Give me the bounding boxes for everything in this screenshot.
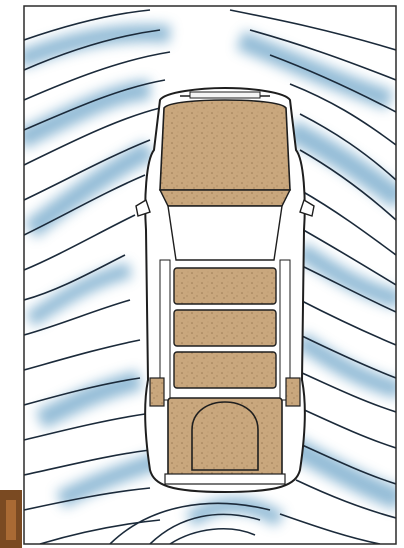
windshield-dash xyxy=(160,190,290,206)
rear-bumper xyxy=(165,474,285,484)
windshield xyxy=(168,206,282,260)
rear-seat-row xyxy=(174,352,276,388)
right-rear-speaker-icon xyxy=(286,378,300,406)
car-top-view xyxy=(136,88,314,492)
left-rear-speaker-icon xyxy=(150,378,164,406)
hood-panel xyxy=(160,100,290,190)
front-bumper xyxy=(190,92,260,98)
middle-seat-row xyxy=(174,310,276,346)
front-seat-row xyxy=(174,268,276,304)
spare-wheel-well xyxy=(192,402,258,470)
